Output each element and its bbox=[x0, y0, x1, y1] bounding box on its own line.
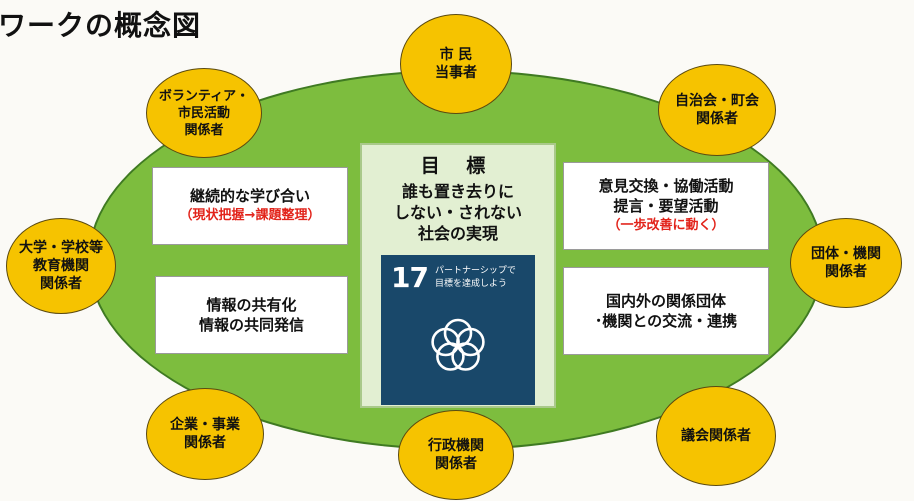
goal-text: 誰も置き去りに しない・されない 社会の実現 bbox=[362, 181, 554, 244]
page-title: ワークの概念図 bbox=[0, 9, 202, 42]
sdg-17-badge: 17 パートナーシップで 目標を達成しよう bbox=[381, 255, 535, 405]
sdg-caption-line-1: パートナーシップで bbox=[435, 266, 516, 276]
university-line-1: 大学・学校等 bbox=[19, 240, 103, 256]
stakeholder-assembly: 議会関係者 bbox=[656, 386, 776, 486]
exchange-line-2: 提言・要望活動 bbox=[613, 197, 719, 215]
volunteer-line-3: 関係者 bbox=[184, 122, 224, 138]
network-box: 国内外の関係団体 ･機関との交流・連携 bbox=[563, 267, 769, 355]
stakeholder-volunteer: ボランティア・ 市民活動 関係者 bbox=[146, 68, 262, 158]
stakeholder-business: 企業・事業 関係者 bbox=[146, 388, 264, 480]
neighborhood-line-2: 関係者 bbox=[696, 111, 738, 127]
sdg-number: 17 bbox=[391, 261, 429, 294]
exchange-box: 意見交換・協働活動 提言・要望活動 （一歩改善に動く） bbox=[563, 162, 769, 250]
learning-line-1: 継続的な学び合い bbox=[189, 187, 310, 205]
sdg-caption: パートナーシップで 目標を達成しよう bbox=[435, 265, 531, 291]
government-line-1: 行政機関 bbox=[428, 438, 484, 454]
goal-line-1: 誰も置き去りに bbox=[401, 182, 514, 201]
goal-line-3: 社会の実現 bbox=[417, 224, 498, 243]
stakeholder-citizens: 市 民 当事者 bbox=[400, 14, 512, 114]
business-line-2: 関係者 bbox=[184, 435, 226, 451]
stakeholder-neighborhood: 自治会・町会 関係者 bbox=[658, 64, 776, 156]
neighborhood-line-1: 自治会・町会 bbox=[675, 93, 759, 109]
citizens-line-2: 当事者 bbox=[435, 65, 477, 81]
information-line-2: 情報の共同発信 bbox=[198, 316, 304, 334]
stakeholder-organization: 団体・機関 関係者 bbox=[790, 218, 902, 308]
information-box: 情報の共有化 情報の共同発信 bbox=[155, 276, 348, 354]
stakeholder-university: 大学・学校等 教育機関 関係者 bbox=[6, 218, 116, 314]
learning-box: 継続的な学び合い （現状把握→課題整理） bbox=[152, 167, 348, 245]
goal-heading: 目 標 bbox=[420, 155, 496, 177]
exchange-line-1: 意見交換・協働活動 bbox=[598, 177, 734, 195]
exchange-line-3: （一歩改善に動く） bbox=[607, 218, 725, 233]
government-line-2: 関係者 bbox=[435, 456, 477, 472]
interlocking-rings-icon bbox=[431, 318, 485, 371]
network-line-2: ･機関との交流・連携 bbox=[594, 312, 738, 330]
university-line-2: 教育機関 bbox=[33, 258, 89, 274]
organization-line-2: 関係者 bbox=[825, 264, 867, 280]
organization-line-1: 団体・機関 bbox=[811, 246, 881, 262]
assembly-line-1: 議会関係者 bbox=[681, 428, 751, 444]
information-line-1: 情報の共有化 bbox=[206, 296, 297, 314]
goal-line-2: しない・されない bbox=[393, 203, 522, 222]
volunteer-line-1: ボランティア・ bbox=[158, 88, 250, 104]
stakeholder-government: 行政機関 関係者 bbox=[398, 410, 514, 500]
business-line-1: 企業・事業 bbox=[170, 417, 240, 433]
university-line-3: 関係者 bbox=[40, 276, 82, 292]
citizens-line-1: 市 民 bbox=[439, 47, 473, 63]
sdg-caption-line-2: 目標を達成しよう bbox=[435, 279, 508, 289]
volunteer-line-2: 市民活動 bbox=[177, 105, 230, 121]
learning-line-2: （現状把握→課題整理） bbox=[179, 208, 321, 223]
network-line-1: 国内外の関係団体 bbox=[605, 292, 726, 310]
